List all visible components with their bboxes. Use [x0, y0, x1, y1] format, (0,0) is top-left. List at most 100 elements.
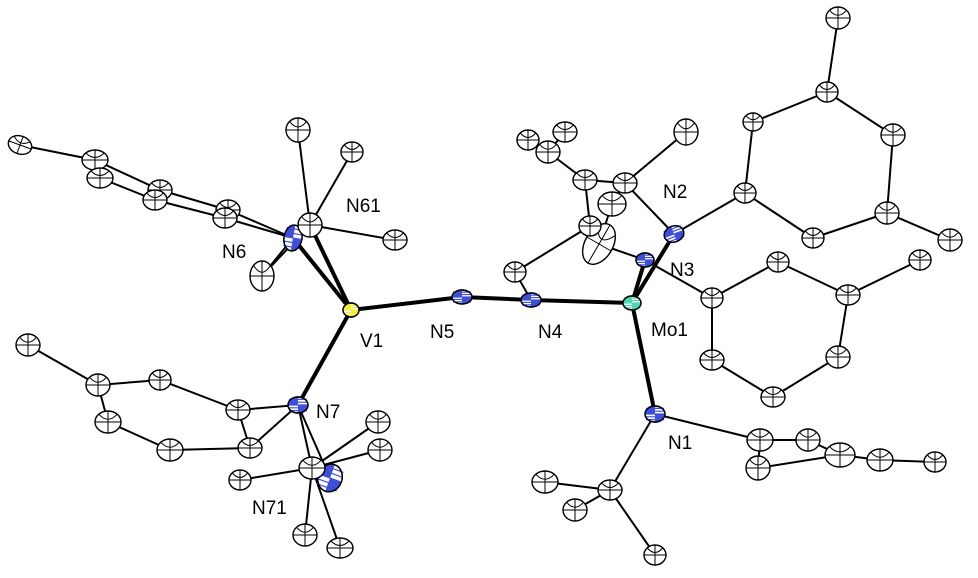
bond-a2-a3	[752, 91, 828, 123]
atom-n2	[663, 225, 685, 243]
label-n7: N7	[316, 402, 340, 423]
atom-l7	[212, 207, 238, 229]
atom-n3	[635, 252, 655, 268]
atom-m2	[85, 373, 111, 397]
label-n3: N3	[670, 260, 694, 281]
atom-m7	[237, 437, 263, 459]
atom-d8	[824, 442, 856, 468]
bond-n5-n4	[461, 295, 532, 302]
atom-m3	[94, 410, 122, 434]
bond-mo1-n2	[630, 232, 676, 305]
bond-b1-b4	[777, 261, 849, 296]
atom-r1	[516, 129, 540, 151]
atom-b3	[908, 249, 932, 271]
bond-a4-a7	[886, 134, 894, 214]
bond-a6-a7	[812, 212, 888, 239]
atom-r10	[597, 191, 627, 217]
bonds-layer	[19, 17, 951, 556]
atom-n1	[644, 405, 666, 423]
atom-d9	[866, 448, 894, 472]
atom-m5	[156, 438, 184, 462]
atom-m8	[228, 469, 252, 491]
atom-a5	[733, 182, 757, 204]
atom-n4	[520, 292, 542, 308]
atom-b5	[699, 349, 725, 371]
bond-n4-mo1	[530, 298, 633, 305]
atom-l5	[142, 189, 168, 211]
atom-m6	[225, 399, 251, 421]
bond-r5-r6	[624, 131, 687, 184]
atom-d5	[746, 428, 774, 452]
bond-v1-n61	[308, 224, 353, 311]
labels-layer: V1 N5 N4 Mo1 N1 N2 N3 N6 N61 N7 N71	[222, 182, 694, 519]
bond-n61-l10	[309, 224, 396, 241]
atom-r2	[552, 121, 578, 143]
atom-m13	[326, 537, 354, 559]
atom-m11	[367, 438, 393, 462]
atom-a3	[742, 112, 764, 132]
atom-b7	[825, 345, 851, 369]
bond-b7-b6	[772, 356, 839, 398]
atom-a7	[874, 201, 900, 225]
atom-m4	[148, 369, 172, 391]
atom-m1	[15, 333, 41, 357]
bond-v1-n7	[296, 309, 353, 406]
bond-a1-a2	[826, 17, 839, 93]
atom-d4	[643, 544, 667, 566]
atom-m9	[298, 456, 326, 480]
label-n1: N1	[668, 433, 692, 454]
bond-a3-a5	[744, 121, 754, 194]
atom-n61	[297, 212, 323, 238]
bond-b2-b1	[711, 261, 779, 299]
bond-n61-l9	[309, 151, 353, 226]
atom-l1	[7, 134, 33, 156]
bond-m1-m2	[27, 344, 99, 386]
atom-n7	[287, 396, 309, 414]
bond-b4-b3	[847, 259, 921, 296]
atom-d7	[795, 428, 821, 452]
atom-l2	[81, 149, 109, 171]
atom-r8	[578, 215, 602, 237]
atom-d6	[745, 455, 771, 481]
atom-l10	[382, 229, 408, 251]
bond-a2-a4	[826, 91, 894, 136]
label-n61: N61	[346, 196, 381, 217]
bond-n61-l8	[297, 129, 311, 226]
atom-l3	[86, 167, 114, 189]
bond-r8-r9	[514, 225, 591, 273]
bond-r5-n2	[624, 182, 675, 235]
atom-a4	[880, 123, 906, 147]
bond-m4-m6	[159, 379, 239, 411]
atom-r4	[572, 169, 598, 191]
atom-l11	[249, 260, 275, 292]
label-n2: N2	[663, 182, 687, 203]
atom-r3	[535, 140, 561, 164]
label-n5: N5	[430, 322, 454, 343]
atom-a1	[825, 6, 851, 30]
label-n71: N71	[252, 498, 287, 519]
bond-mo1-n1	[630, 302, 657, 415]
atom-mo1	[622, 295, 642, 311]
atom-l9	[340, 141, 364, 163]
bond-a5-a6	[744, 192, 814, 239]
atom-r5	[612, 172, 638, 194]
atom-a2	[815, 81, 839, 103]
label-v1: V1	[360, 331, 383, 352]
atom-m12	[292, 523, 318, 547]
atom-l8	[285, 117, 311, 143]
bond-d3-d4	[609, 489, 656, 556]
atom-d3	[597, 479, 623, 501]
bond-v1-n5	[350, 295, 463, 312]
atom-d2	[562, 498, 588, 522]
bond-a5-n2	[673, 192, 746, 235]
label-n6: N6	[222, 242, 246, 263]
atom-n6	[283, 224, 303, 252]
atom-v1	[342, 302, 360, 318]
atom-m10	[365, 410, 391, 434]
atom-r6	[673, 118, 699, 146]
bond-n1-d5	[654, 413, 761, 441]
atom-b2	[700, 287, 724, 309]
atom-a6	[801, 227, 825, 249]
